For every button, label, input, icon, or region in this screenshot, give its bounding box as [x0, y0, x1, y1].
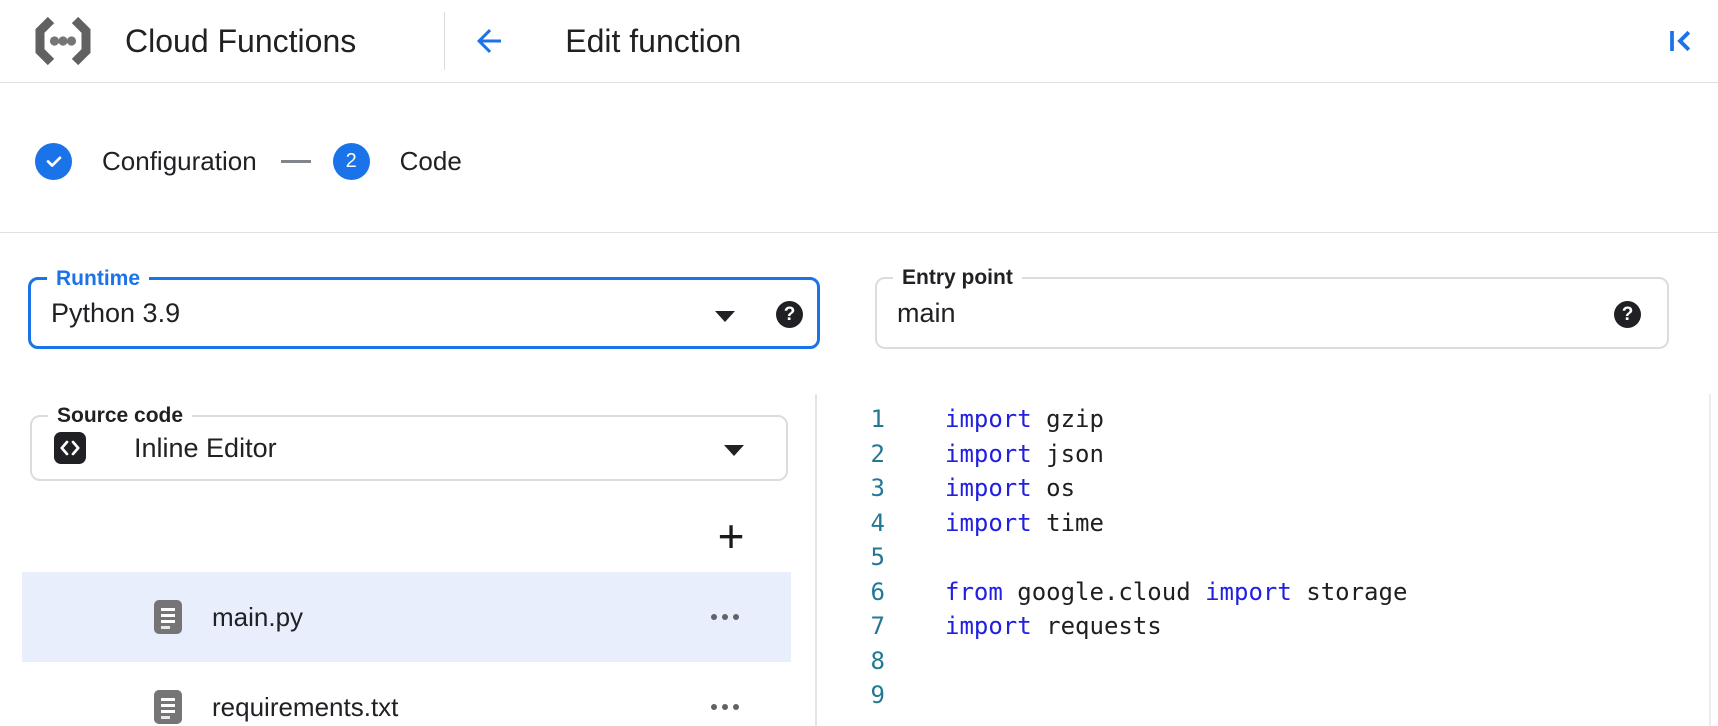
line-number: 4: [870, 508, 885, 537]
code-line[interactable]: 7 import requests: [817, 609, 1709, 644]
product-title: Cloud Functions: [125, 22, 357, 59]
file-name: requirements.txt: [212, 691, 399, 722]
entry-point-value: main: [897, 297, 956, 328]
collapse-panel-button[interactable]: [1662, 23, 1698, 59]
line-number: 9: [870, 681, 885, 710]
entry-point-help-button[interactable]: ?: [1614, 301, 1641, 328]
step-2-badge: 2: [332, 142, 370, 180]
editor-left-border: [815, 394, 817, 726]
file-document-icon: [154, 690, 182, 724]
header-divider: [444, 12, 446, 70]
file-row[interactable]: requirements.txt: [22, 662, 791, 726]
code-text: import json: [945, 439, 1104, 468]
runtime-value: Python 3.9: [51, 297, 181, 328]
code-text: import gzip: [945, 405, 1104, 434]
add-file-button[interactable]: +: [705, 510, 757, 562]
step-code-label: Code: [399, 145, 462, 176]
more-horizontal-icon: [711, 614, 717, 620]
step-code[interactable]: 2 Code: [332, 142, 462, 180]
source-code-select[interactable]: Source code Inline Editor: [30, 403, 788, 481]
code-line[interactable]: 6 from google.cloud import storage: [817, 575, 1709, 610]
code-line[interactable]: 5: [817, 540, 1709, 575]
help-icon: ?: [783, 304, 796, 325]
code-editor[interactable]: 1 import gzip 2 import json 3 import os 4 impor…: [817, 394, 1709, 726]
help-icon: ?: [1621, 304, 1634, 325]
source-code-value: Inline Editor: [134, 432, 277, 463]
step-configuration[interactable]: Configuration: [35, 142, 257, 180]
step-complete-check-icon: [35, 142, 72, 180]
editor-scrollbar-track[interactable]: [1709, 394, 1711, 726]
code-line[interactable]: 9: [817, 678, 1709, 713]
line-number: 2: [870, 439, 885, 468]
line-number: 5: [870, 543, 885, 572]
code-line[interactable]: 1 import gzip: [817, 402, 1709, 437]
entry-point-label: Entry point: [893, 265, 1022, 291]
line-number: 1: [870, 405, 885, 434]
step-configuration-label: Configuration: [102, 145, 257, 176]
runtime-label: Runtime: [47, 266, 149, 292]
line-number: 6: [870, 577, 885, 606]
code-line[interactable]: 3 import os: [817, 471, 1709, 506]
runtime-select[interactable]: Runtime Python 3.9 ?: [28, 266, 820, 349]
cloud-functions-logo-icon: [35, 16, 91, 66]
page-title: Edit function: [565, 22, 742, 59]
file-more-actions-button[interactable]: [703, 696, 747, 718]
file-name: main.py: [212, 601, 304, 632]
file-more-actions-button[interactable]: [703, 606, 747, 628]
line-number: 7: [870, 612, 885, 641]
file-row[interactable]: main.py: [22, 572, 791, 662]
runtime-help-button[interactable]: ?: [776, 301, 803, 328]
app-header: Cloud Functions Edit function: [0, 0, 1718, 83]
file-document-icon: [154, 600, 182, 634]
code-text: import time: [945, 508, 1104, 537]
more-horizontal-icon: [711, 704, 717, 710]
code-line[interactable]: 2 import json: [817, 437, 1709, 472]
code-line[interactable]: 8: [817, 644, 1709, 679]
source-code-label: Source code: [48, 403, 193, 429]
stepper-connector: [280, 159, 311, 163]
entry-point-field[interactable]: Entry point main ?: [875, 265, 1669, 349]
file-list: main.py requirements.txt: [22, 572, 791, 726]
code-text: import os: [945, 474, 1076, 503]
code-text: from google.cloud import storage: [945, 577, 1408, 606]
collapse-panel-icon: [1670, 30, 1691, 52]
arrow-back-icon: [477, 29, 502, 53]
chevron-down-icon: [715, 311, 735, 322]
wizard-stepper: Configuration 2 Code: [35, 142, 462, 180]
section-divider: [0, 232, 1718, 233]
chevron-down-icon: [724, 445, 744, 456]
inline-editor-code-icon: [54, 432, 86, 464]
code-line[interactable]: 4 import time: [817, 506, 1709, 541]
back-button[interactable]: [469, 21, 509, 61]
code-text: import requests: [945, 612, 1162, 641]
line-number: 8: [870, 646, 885, 675]
line-number: 3: [870, 474, 885, 503]
